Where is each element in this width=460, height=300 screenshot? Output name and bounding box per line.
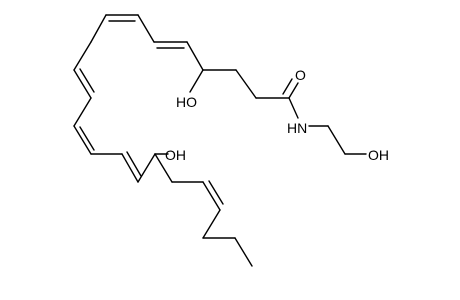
- bond-c5-c4: [186, 41, 204, 71]
- bond-c15-c14-b: [126, 151, 142, 177]
- bond-c20-c19: [202, 209, 221, 239]
- atom-label-hydroxyl-ethanol: OH: [368, 147, 389, 163]
- atom-label-carbonyl-oxygen: O: [295, 67, 306, 83]
- bond-c13-c12-a: [73, 125, 92, 155]
- bond-carbonyl-2: [282, 78, 293, 95]
- bond-c19-c18-a: [202, 181, 221, 211]
- bond-c19-c18-b: [208, 180, 224, 205]
- bond-c16-c15: [137, 153, 156, 183]
- atom-label-amide-nitrogen: HN: [287, 120, 307, 136]
- bond-c7-c6: [137, 14, 155, 43]
- bond-c22-c21: [234, 237, 253, 267]
- bond-c10-c11-b: [79, 68, 95, 93]
- bond-c10-c11-a: [73, 69, 92, 99]
- bond-c15-c14-a: [121, 153, 139, 183]
- bond-c3-c2: [235, 69, 257, 99]
- bond-carbonyl-1: [288, 82, 299, 99]
- bond-c13-c12-b: [79, 126, 95, 151]
- atom-label-hydroxyl-upper: HO: [176, 94, 197, 110]
- bond-c4-oh: [189, 69, 204, 93]
- bond-c9-c8: [90, 14, 107, 43]
- atom-label-hydroxyl-lower: OH: [165, 147, 186, 163]
- bond-c12-c11: [73, 97, 92, 127]
- bond-c17-c16: [154, 153, 173, 183]
- bonds: [73, 14, 367, 267]
- bond-c10-c9: [73, 41, 92, 71]
- bond-ethanol-cc: [327, 125, 346, 155]
- atom-labels: O HO HN OH OH: [165, 67, 389, 163]
- bond-amide-cn: [288, 97, 299, 119]
